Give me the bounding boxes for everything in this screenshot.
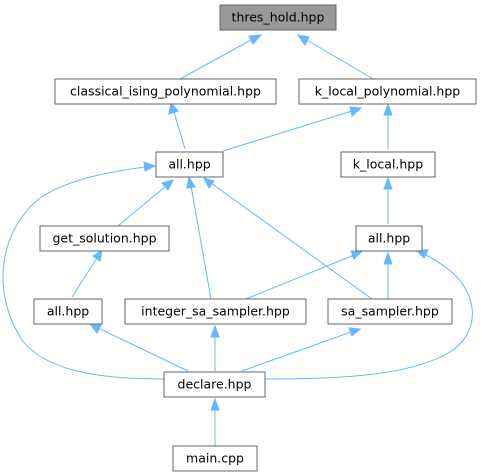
edge-alltop-to-klocalpoly [222,110,353,152]
arrowhead-icon [203,177,215,189]
node-label: classical_ising_polynomial.hpp [70,84,261,99]
node-declare[interactable]: declare.hpp [163,371,266,398]
edges [2,34,473,446]
node-label: integer_sa_sampler.hpp [141,304,290,319]
node-integer-sa-sampler[interactable]: integer_sa_sampler.hpp [124,298,307,325]
arrowhead-icon [248,34,263,45]
nodes: thres_hold.hpp classical_ising_polynomia… [33,4,477,472]
edge-declare-to-allleft [97,327,189,372]
edge-classical-to-thres [179,39,252,80]
node-label: get_solution.hpp [52,231,156,246]
arrowhead-icon [383,251,393,265]
node-all-left[interactable]: all.hpp [33,298,103,325]
node-k-local[interactable]: k_local.hpp [340,151,436,178]
node-label: thres_hold.hpp [232,10,325,25]
node-get-solution[interactable]: get_solution.hpp [39,225,170,252]
edge-declare-to-sasampler [241,331,352,372]
edge-sasampler-to-alltop [210,182,373,300]
arrowhead-icon [349,106,363,117]
arrowhead-icon [186,175,196,189]
edge-declare-to-alltop [2,166,165,380]
edge-integersa-to-allright [245,254,355,300]
node-main[interactable]: main.cpp [172,445,258,472]
arrowhead-icon [296,34,310,46]
arrowhead-icon [210,324,220,338]
node-label: k_local.hpp [353,157,423,172]
arrowhead-icon [88,323,102,334]
node-label: main.cpp [186,451,244,466]
node-label: all.hpp [368,231,410,246]
edge-klocalpoly-to-thres [306,39,374,80]
node-all-top[interactable]: all.hpp [155,151,224,178]
arrowhead-icon [383,176,393,190]
node-k-local-polynomial[interactable]: k_local_polynomial.hpp [298,78,477,105]
arrowhead-icon [383,102,393,116]
edge-alltop-to-classical [173,111,186,150]
node-thres-hold[interactable]: thres_hold.hpp [219,4,337,31]
node-all-right[interactable]: all.hpp [355,225,423,252]
edge-getsolution-to-alltop [117,185,167,227]
node-label: sa_sampler.hpp [341,304,439,319]
node-label: all.hpp [168,157,210,172]
arrowhead-icon [168,101,179,115]
node-label: declare.hpp [178,377,252,392]
edge-allleft-to-getsolution [71,257,98,298]
arrowhead-icon [161,179,174,191]
arrowhead-icon [143,161,157,172]
node-classical-ising-polynomial[interactable]: classical_ising_polynomial.hpp [54,78,277,105]
arrowhead-icon [92,248,103,262]
node-label: k_local_polynomial.hpp [315,84,461,99]
arrowhead-icon [350,250,364,260]
arrowhead-icon [348,327,362,337]
edge-integersa-to-alltop [190,185,212,300]
arrowhead-icon [210,397,220,411]
node-label: all.hpp [47,304,89,319]
edge-declare-to-allright [263,253,473,380]
node-sa-sampler[interactable]: sa_sampler.hpp [327,298,453,325]
